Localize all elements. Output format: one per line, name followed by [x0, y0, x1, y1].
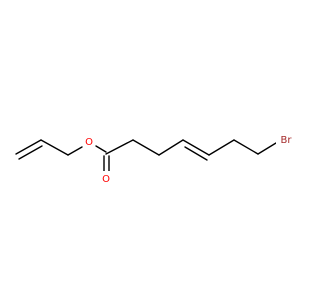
bond-c6-c7	[233, 139, 259, 155]
carbonyl-oxygen-backdrop	[100, 171, 112, 185]
bond-c2-c3	[132, 139, 160, 156]
bond-c4-c5-double-b	[184, 146, 208, 161]
molecule-drawing: O O Br	[15, 132, 296, 185]
bromine-label: Br	[281, 135, 293, 146]
bond-c5-c6	[208, 139, 235, 156]
bond-o-carbonyl	[95, 145, 107, 153]
bond-vinyl-double-b	[18, 145, 43, 160]
ester-oxygen-label: O	[85, 137, 93, 148]
bond-vinyl-double-a	[15, 139, 42, 155]
bromine-backdrop	[276, 132, 296, 146]
bond-c7-c8	[257, 142, 277, 155]
bond-c4-c5-double-a	[182, 139, 210, 156]
ester-oxygen-backdrop	[83, 134, 95, 148]
structure-canvas: O O Br	[15, 132, 296, 185]
bond-c3-c4	[158, 139, 184, 156]
bonds	[15, 139, 284, 172]
bond-ch2-o	[67, 146, 83, 156]
bond-vinyl-ch2	[40, 139, 69, 156]
bond-carbonyl-c2	[105, 139, 134, 155]
carbonyl-oxygen-label: O	[102, 174, 110, 185]
